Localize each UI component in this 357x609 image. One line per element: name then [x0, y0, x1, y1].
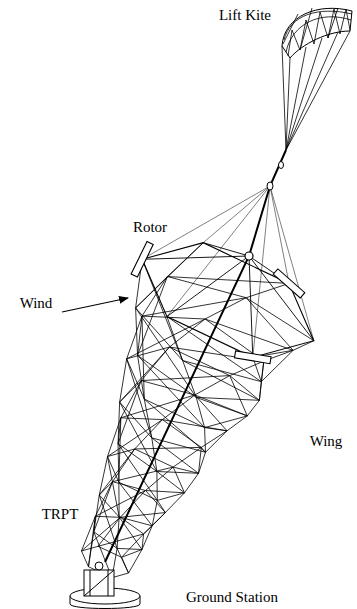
wing-blade: [235, 351, 272, 364]
ground-station-label: Ground Station: [184, 589, 280, 606]
main-tether: [105, 150, 286, 562]
wing-label: Wing: [308, 433, 345, 450]
rotor-structure: [131, 186, 314, 364]
lift-kite: [282, 8, 352, 150]
kite-label: Lift Kite: [217, 7, 273, 24]
trpt-tube: [81, 243, 313, 578]
wing-blade: [131, 242, 153, 277]
rotor-label: Rotor: [131, 219, 169, 236]
trpt-label: TRPT: [40, 506, 81, 523]
wind-label: Wind: [18, 295, 55, 312]
wing-blade: [273, 269, 305, 298]
wind-arrow: [62, 298, 128, 312]
ground-station: [70, 562, 140, 609]
